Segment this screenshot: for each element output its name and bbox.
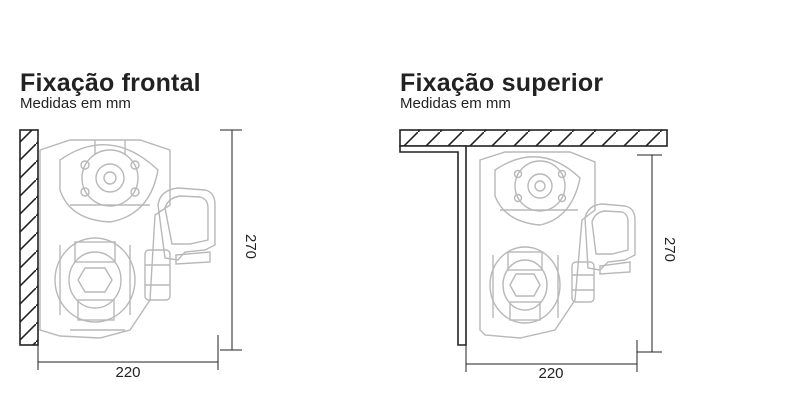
- top-mount-diagram: 270 220: [399, 129, 678, 382]
- awning-mechanism-ghost-top: [479, 151, 636, 339]
- wall: [19, 129, 39, 346]
- left-panel-title: Fixação frontal: [20, 69, 201, 97]
- right-panel-subtitle: Medidas em mm: [400, 95, 511, 112]
- right-height-label: 270: [661, 237, 678, 262]
- ceiling: [399, 129, 668, 147]
- right-panel-title: Fixação superior: [400, 69, 604, 97]
- top-mount-bracket: [399, 145, 467, 346]
- left-height-label: 270: [242, 234, 259, 259]
- front-mount-diagram: 270 220: [19, 129, 259, 381]
- right-width-label: 220: [538, 365, 563, 382]
- left-width-label: 220: [115, 364, 140, 381]
- left-panel-subtitle: Medidas em mm: [20, 95, 131, 112]
- awning-mechanism-ghost: [39, 139, 216, 339]
